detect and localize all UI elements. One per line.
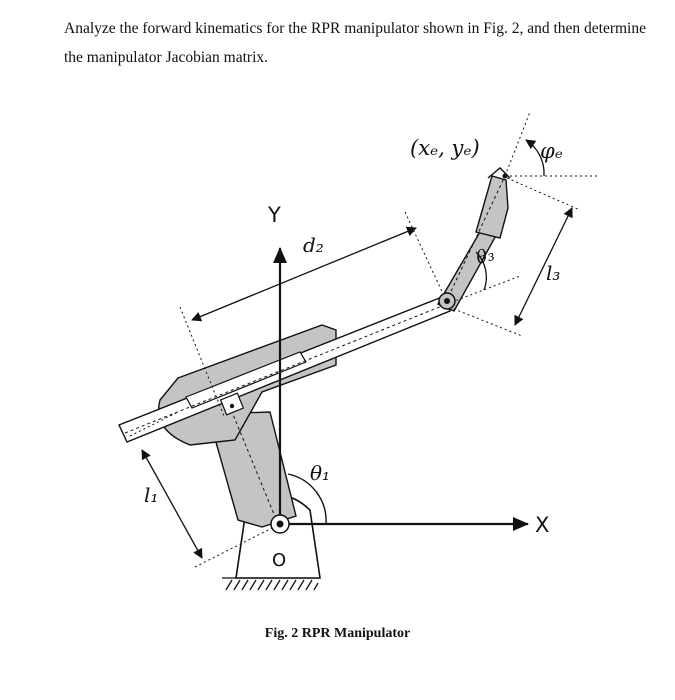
d2-label: d₂ [303,233,324,257]
l1-dimension-arrow [141,449,203,559]
l1-helper-bottom [194,525,277,568]
rod-slot [185,351,307,409]
d2-helper-right [404,211,447,301]
prismatic-joint-dot [229,403,235,409]
phi-e-label: φₑ [540,139,563,163]
theta1-arc [287,473,327,525]
x-axis-label: X [535,513,549,537]
y-axis-label: Y [267,203,281,227]
base-joint [270,514,290,534]
l1-helper-top [129,411,179,437]
l3-dimension-arrow [514,207,573,326]
gripper [475,175,509,239]
rod-extension [446,275,521,305]
theta1-label: θ₁ [310,461,330,485]
figure-caption: Fig. 2 RPR Manipulator [264,626,411,641]
l1-label: l₁ [144,483,158,507]
d2-dimension-arrow [191,226,417,322]
theta3-arc [475,251,487,291]
l3-helper-bottom [448,306,523,337]
link1-centerline [231,411,279,525]
phi-e-arc [525,139,545,177]
l3-helper-top [506,177,581,211]
question-text: Analyze the forward kinematics for the R… [64,20,646,66]
rod-centerline [124,303,448,434]
link3-centerline [445,175,506,303]
origin-label: O [272,550,286,571]
end-effector-label: (xₑ, yₑ) [410,136,480,160]
elbow-joint [438,292,456,310]
link3-extension [504,111,531,177]
end-effector-point [502,173,508,179]
l3-label: l₃ [546,261,560,285]
theta3-label: θ₃ [474,244,497,269]
ground-hatching [222,577,319,591]
